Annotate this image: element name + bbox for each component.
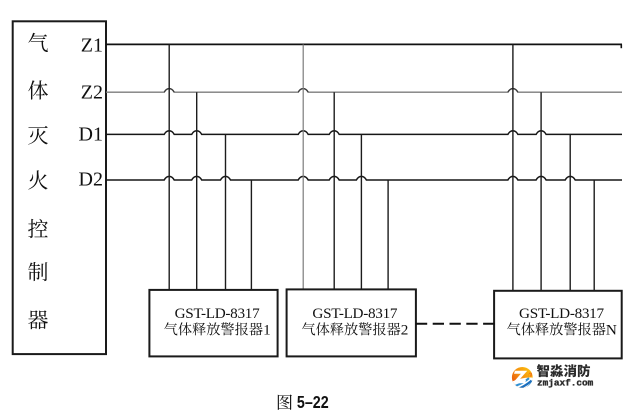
svg-text:Z1: Z1 [81,34,103,56]
svg-text:GST-LD-8317: GST-LD-8317 [175,305,260,322]
svg-text:Z2: Z2 [81,81,103,103]
svg-text:D2: D2 [79,169,103,191]
svg-text:GST-LD-8317: GST-LD-8317 [519,305,604,322]
svg-text:D1: D1 [79,124,103,146]
svg-text:N: N [606,321,617,338]
svg-text:1: 1 [263,321,271,338]
svg-text:GST-LD-8317: GST-LD-8317 [312,305,397,322]
svg-text:5–22: 5–22 [297,392,329,412]
svg-text:zmjaxf.com: zmjaxf.com [537,377,594,388]
svg-text:2: 2 [401,321,409,338]
